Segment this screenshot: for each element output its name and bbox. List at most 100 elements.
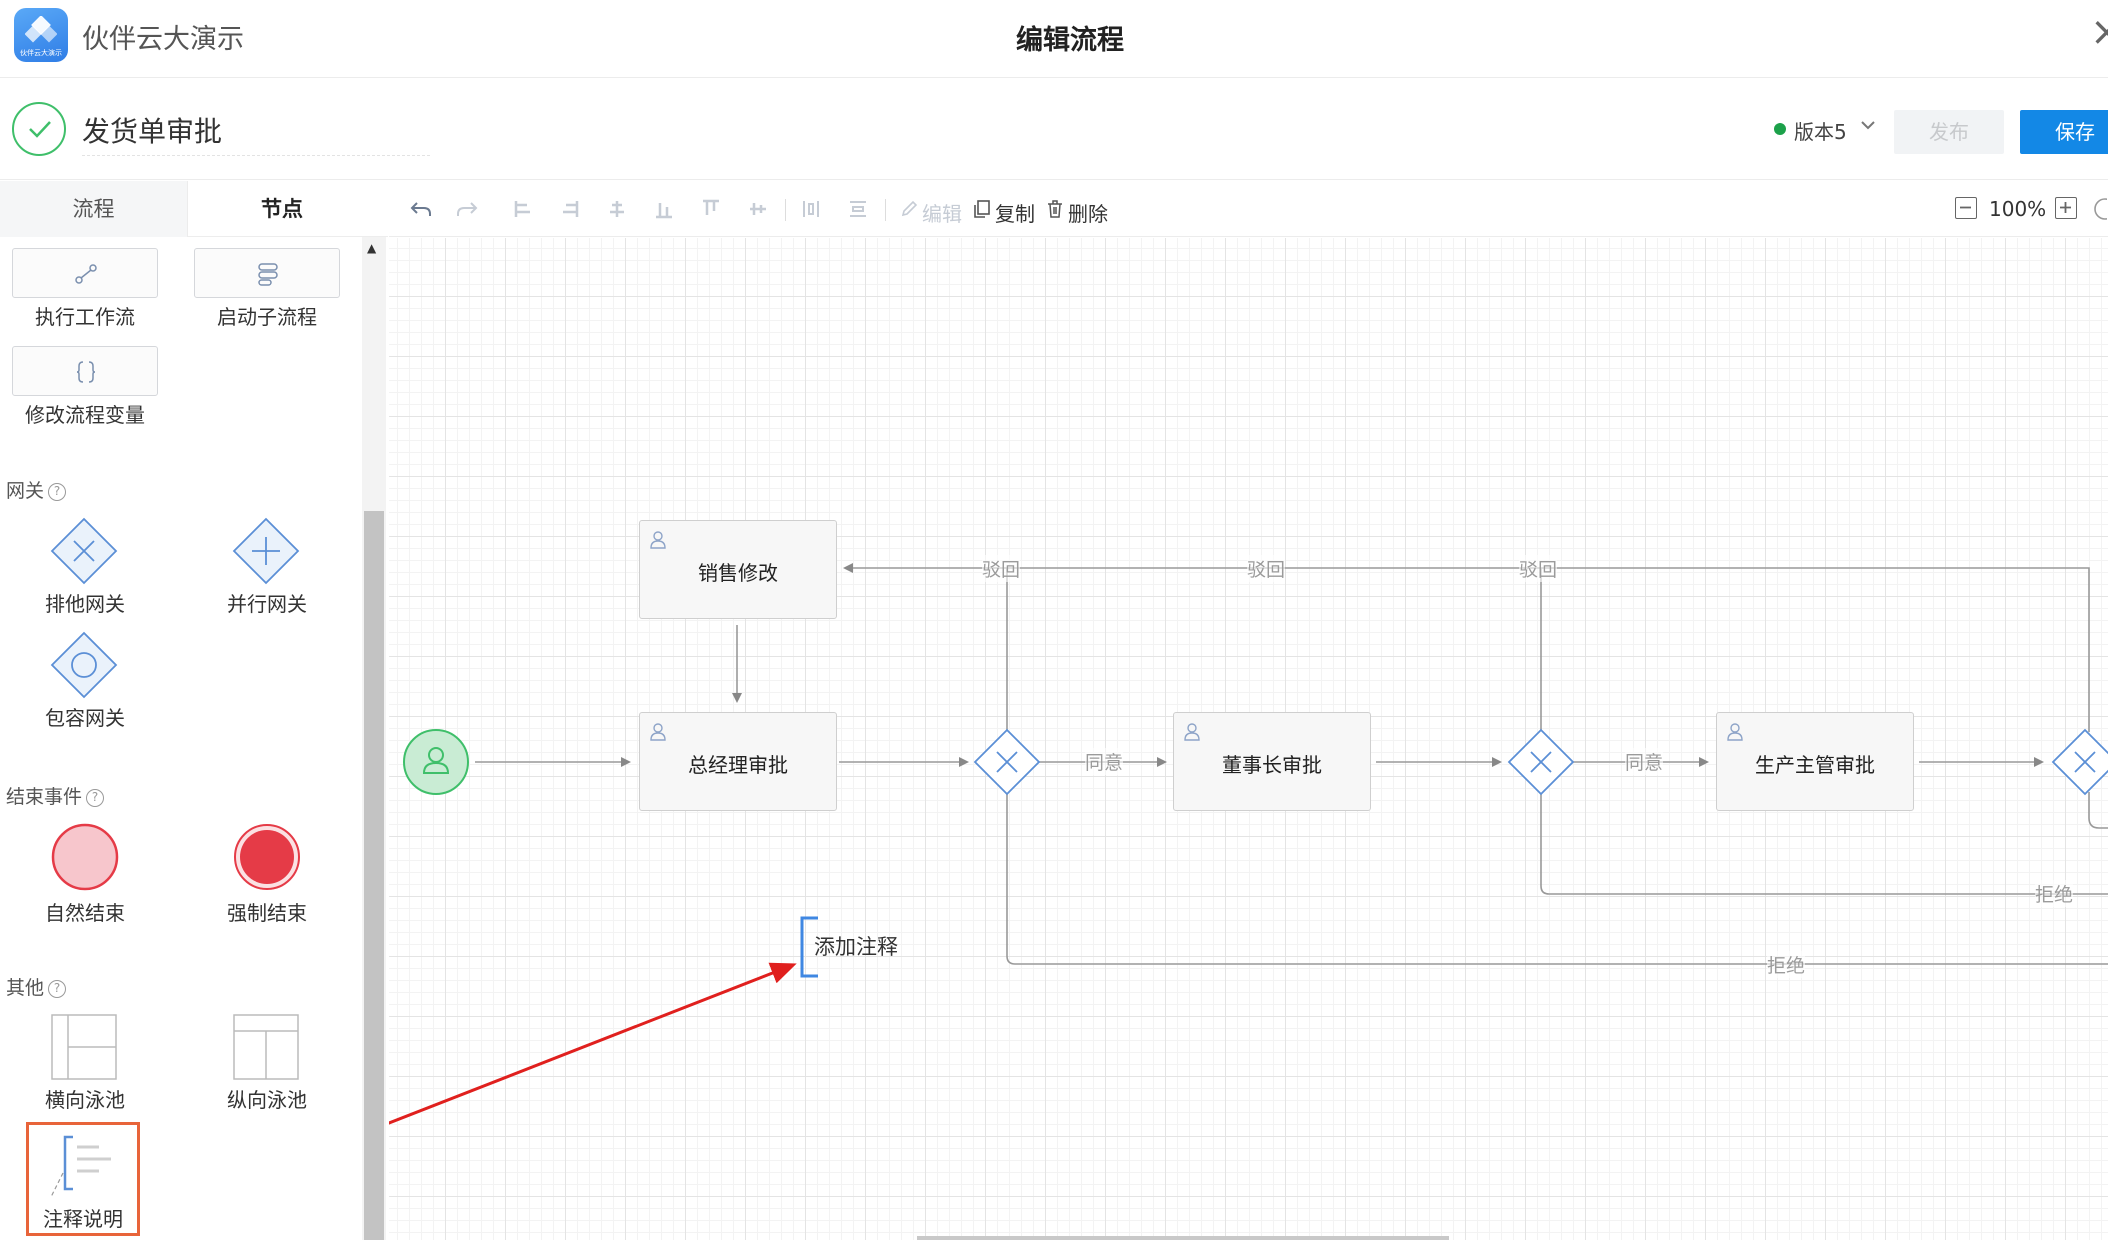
- edge-refuse-2[interactable]: [1540, 794, 2108, 895]
- variable-braces-icon: [76, 361, 96, 383]
- help-icon[interactable]: ?: [48, 980, 67, 998]
- parallel-gateway-label: 并行网关: [227, 592, 307, 616]
- undo-icon[interactable]: [409, 199, 433, 219]
- annotation-node-text[interactable]: 添加注释: [814, 935, 898, 959]
- help-icon[interactable]: ?: [86, 789, 105, 807]
- align-center-icon[interactable]: [607, 199, 627, 219]
- process-name-field[interactable]: 发货单审批: [82, 115, 223, 148]
- process-title-row: 发货单审批 版本5 发布 保存: [0, 78, 2108, 180]
- check-icon: [12, 102, 66, 156]
- node-palette-panel: 流程 节点 执行工作流 启动子流程 修改流程变量 网关? 排他网关: [0, 181, 388, 1240]
- panel-tabs: 流程 节点: [0, 181, 388, 237]
- publish-button[interactable]: 发布: [1894, 110, 2004, 154]
- canvas-horizontal-scrollbar[interactable]: [917, 1236, 1449, 1240]
- workflow-icon: [75, 264, 97, 284]
- annotation-tool-highlight[interactable]: 注释说明: [26, 1122, 140, 1236]
- natural-end-event-icon[interactable]: [50, 822, 120, 892]
- edge-label-refuse: 拒绝: [2035, 880, 2074, 907]
- zoom-out-icon[interactable]: [1955, 197, 1977, 219]
- copy-icon[interactable]: [972, 199, 992, 219]
- exclusive-gateway-3[interactable]: [2051, 728, 2108, 796]
- palette-modify-variable[interactable]: [12, 346, 158, 396]
- align-top-icon[interactable]: [701, 199, 721, 219]
- edge-label-reject-back: 驳回: [1519, 555, 1558, 582]
- align-bottom-icon[interactable]: [654, 199, 674, 219]
- exclusive-gateway-1[interactable]: [973, 728, 1041, 796]
- start-event[interactable]: [403, 729, 469, 795]
- vertical-pool-label: 纵向泳池: [227, 1088, 307, 1112]
- align-middle-icon[interactable]: [748, 199, 768, 219]
- edit-button[interactable]: 编辑: [922, 202, 962, 226]
- gateways-section-title: 网关?: [6, 476, 67, 503]
- task-chairman-approve[interactable]: 董事长审批: [1173, 712, 1371, 811]
- redo-icon[interactable]: [455, 199, 479, 219]
- align-left-icon[interactable]: [513, 199, 533, 219]
- edge-label-agree: 同意: [1085, 748, 1124, 775]
- edge-refuse-1[interactable]: [1006, 794, 2108, 965]
- horizontal-pool-label: 横向泳池: [45, 1088, 125, 1112]
- subprocess-icon: [258, 263, 278, 286]
- tab-node[interactable]: 节点: [261, 197, 303, 221]
- copy-button[interactable]: 复制: [995, 202, 1035, 226]
- version-status-dot: [1774, 123, 1786, 135]
- palette-execute-workflow[interactable]: [12, 248, 158, 298]
- palette-execute-workflow-label: 执行工作流: [35, 305, 135, 329]
- task-sales-modify[interactable]: 销售修改: [639, 520, 837, 619]
- palette-start-subprocess[interactable]: [194, 248, 340, 298]
- delete-button[interactable]: 删除: [1068, 202, 1108, 226]
- others-section-title: 其他?: [6, 973, 67, 1000]
- edge-reject-back[interactable]: [843, 563, 2090, 732]
- exclusive-gateway-icon[interactable]: [50, 517, 118, 585]
- exclusive-gateway-2[interactable]: [1507, 728, 1575, 796]
- inclusive-gateway-icon[interactable]: [50, 631, 118, 699]
- task-label: 生产主管审批: [1755, 753, 1875, 777]
- flow-connectors: [389, 563, 2108, 1125]
- horizontal-pool-icon[interactable]: [50, 1013, 118, 1081]
- user-icon: [1184, 723, 1200, 741]
- zoom-in-icon[interactable]: [2055, 197, 2077, 219]
- help-icon[interactable]: ?: [48, 483, 67, 501]
- end-events-title-text: 结束事件: [6, 786, 83, 808]
- inclusive-gateway-label: 包容网关: [45, 706, 125, 730]
- fit-screen-icon[interactable]: [2093, 197, 2107, 221]
- toolbar-divider: [885, 199, 886, 221]
- diagram-toolbar: 编辑 复制 删除 100%: [389, 181, 2108, 237]
- palette-scrollbar-thumb[interactable]: [364, 511, 384, 1240]
- palette-start-subprocess-label: 启动子流程: [217, 305, 317, 329]
- chevron-down-icon[interactable]: [1860, 120, 1876, 132]
- forced-end-event-icon[interactable]: [232, 822, 302, 892]
- align-right-icon[interactable]: [560, 199, 580, 219]
- close-icon[interactable]: ×: [2090, 9, 2108, 55]
- task-label: 总经理审批: [688, 753, 788, 777]
- user-icon: [650, 723, 666, 741]
- edge-refuse-3[interactable]: [2088, 792, 2108, 829]
- annotation-bracket[interactable]: [800, 916, 818, 978]
- app-header: 伙伴云大演示 伙伴云大演示 编辑流程 ×: [0, 0, 2108, 78]
- distribute-vertical-icon[interactable]: [848, 199, 868, 219]
- toolbar-divider: [785, 199, 786, 221]
- annotation-tool-label: 注释说明: [43, 1207, 123, 1231]
- tab-flow[interactable]: 流程: [0, 181, 188, 237]
- app-logo-icon: [25, 16, 57, 43]
- task-label: 销售修改: [698, 561, 778, 585]
- palette-modify-variable-label: 修改流程变量: [25, 403, 145, 427]
- edit-pencil-icon[interactable]: [899, 199, 919, 219]
- version-selector[interactable]: 版本5: [1794, 120, 1847, 144]
- distribute-horizontal-icon[interactable]: [801, 199, 821, 219]
- trash-icon[interactable]: [1045, 199, 1065, 219]
- forced-end-label: 强制结束: [227, 901, 307, 925]
- task-label: 董事长审批: [1222, 753, 1322, 777]
- scroll-up-arrow-icon[interactable]: ▲: [367, 241, 377, 255]
- parallel-gateway-icon[interactable]: [232, 517, 300, 585]
- save-button[interactable]: 保存: [2020, 110, 2108, 154]
- process-name-underline: [82, 155, 430, 156]
- end-events-section-title: 结束事件?: [6, 782, 105, 809]
- task-production-approve[interactable]: 生产主管审批: [1716, 712, 1914, 811]
- page-title: 编辑流程: [1016, 25, 1124, 56]
- task-gm-approve[interactable]: 总经理审批: [639, 712, 837, 811]
- app-name: 伙伴云大演示: [82, 24, 244, 55]
- diagram-canvas[interactable]: 销售修改 总经理审批 董事长审批 生产主管审批 驳回 驳回 驳回 同意 同意 拒…: [389, 238, 2108, 1240]
- vertical-pool-icon[interactable]: [232, 1013, 300, 1081]
- edge-label-refuse: 拒绝: [1767, 951, 1806, 978]
- app-logo: 伙伴云大演示: [14, 8, 68, 62]
